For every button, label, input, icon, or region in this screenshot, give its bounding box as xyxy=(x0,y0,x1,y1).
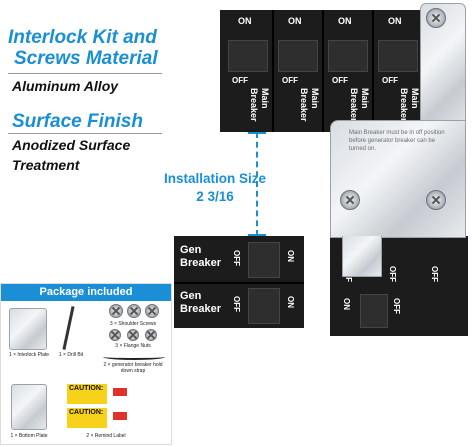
divider xyxy=(8,133,162,134)
main-breaker-3[interactable]: ON OFF Main Breaker xyxy=(324,10,374,132)
breaker-handle[interactable] xyxy=(328,40,368,72)
interlock-plate-tab xyxy=(342,236,382,277)
main-breaker-panel: ON OFF Main Breaker ON OFF Main Breaker … xyxy=(220,10,425,132)
shoulder-screw-icon xyxy=(127,304,141,318)
breaker-handle[interactable] xyxy=(360,294,388,328)
measure-cap-top xyxy=(248,131,266,134)
heading-finish: Surface Finish xyxy=(12,111,143,132)
finish-line2: Treatment xyxy=(12,157,80,173)
breaker-handle[interactable] xyxy=(278,40,318,72)
flange-nut-icon xyxy=(145,329,157,341)
main-breaker-label: Main Breaker xyxy=(399,88,420,122)
main-breaker-1[interactable]: ON OFF Main Breaker xyxy=(224,10,274,132)
on-label: ON xyxy=(288,16,302,26)
installation-label: Installation Size xyxy=(163,171,267,186)
item-caption: 2 × generator breaker hold down strap xyxy=(103,362,163,374)
heading-material-line2: Screws Material xyxy=(14,48,158,69)
breaker-handle[interactable] xyxy=(248,288,280,324)
remind-label-icon xyxy=(113,388,127,396)
shoulder-screw-icon xyxy=(426,190,446,210)
shoulder-screw-icon xyxy=(340,190,360,210)
item-caption: 1 × Bottom Plate xyxy=(10,433,48,439)
item-caption: 3 × Flange Nuts xyxy=(115,343,151,349)
hold-down-strap-icon xyxy=(103,354,165,360)
main-breaker-4[interactable]: ON OFF Main Breaker xyxy=(374,10,422,132)
gen-breaker-label: Gen Breaker xyxy=(180,290,221,316)
off-label: OFF xyxy=(232,76,248,85)
gen-label-line2: Breaker xyxy=(180,257,221,269)
off-label: OFF xyxy=(430,266,439,282)
bottom-plate-icon xyxy=(11,384,47,430)
gen-label-line2: Breaker xyxy=(180,303,221,315)
material-value: Aluminum Alloy xyxy=(12,78,119,94)
breaker-handle[interactable] xyxy=(228,40,268,72)
off-label: OFF xyxy=(382,76,398,85)
main-breaker-label: Main Breaker xyxy=(349,88,370,122)
on-label: ON xyxy=(342,298,351,310)
off-label: OFF xyxy=(392,298,401,314)
finish-line1: Anodized Surface xyxy=(12,137,131,153)
package-title: Package included xyxy=(1,284,171,301)
off-label: OFF xyxy=(232,296,241,312)
off-label: OFF xyxy=(332,76,348,85)
breaker-handle[interactable] xyxy=(378,40,418,72)
gen-breaker-label: Gen Breaker xyxy=(180,244,221,270)
off-label: OFF xyxy=(232,250,241,266)
shoulder-screw-icon xyxy=(426,8,446,28)
main-breaker-2[interactable]: ON OFF Main Breaker xyxy=(274,10,324,132)
drill-bit-icon xyxy=(62,306,75,350)
gen-label-line1: Gen xyxy=(180,244,202,256)
on-label: ON xyxy=(286,250,295,262)
on-label: ON xyxy=(338,16,352,26)
item-caption: 2 × Remind Label xyxy=(86,433,126,439)
package-box: Package included 1 × Interlock Plate 1 ×… xyxy=(0,283,172,445)
remind-label-icon xyxy=(113,412,127,420)
divider xyxy=(8,73,162,74)
on-label: ON xyxy=(238,16,252,26)
on-label: ON xyxy=(286,296,295,308)
item-caption: 3 × Shoulder Screws xyxy=(109,321,157,327)
main-breaker-label: Main Breaker xyxy=(249,88,270,122)
gen-label-line1: Gen xyxy=(180,290,202,302)
off-label: OFF xyxy=(282,76,298,85)
measure-line xyxy=(256,132,258,236)
shoulder-screw-icon xyxy=(109,304,123,318)
flange-nut-icon xyxy=(109,329,121,341)
on-label: ON xyxy=(388,16,402,26)
flange-nut-icon xyxy=(127,329,139,341)
main-breaker-label: Main Breaker xyxy=(299,88,320,122)
installation-size: 2 3/16 xyxy=(196,189,234,204)
shoulder-screw-icon xyxy=(145,304,159,318)
item-caption: 1 × Drill Bit xyxy=(58,352,84,358)
caution-label: CAUTION: xyxy=(67,408,107,428)
breaker-handle[interactable] xyxy=(248,242,280,278)
heading-material-line1: Interlock Kit and xyxy=(8,27,157,48)
plate-warning-text: Main Breaker must be in off position bef… xyxy=(349,130,445,152)
gen-breaker-1[interactable]: Gen Breaker OFF ON xyxy=(174,236,304,284)
measure-cap-bottom xyxy=(248,234,266,237)
gen-breaker-2[interactable]: Gen Breaker OFF ON xyxy=(174,282,304,328)
interlock-plate: Main Breaker must be in off position bef… xyxy=(330,120,466,238)
item-caption: 1 × Interlock Plate xyxy=(8,352,50,358)
caution-label: CAUTION: xyxy=(67,384,107,404)
off-label: OFF xyxy=(388,266,397,282)
gen-breaker-panel: Gen Breaker OFF ON Gen Breaker OFF ON xyxy=(174,236,304,328)
interlock-plate-icon xyxy=(9,308,47,350)
